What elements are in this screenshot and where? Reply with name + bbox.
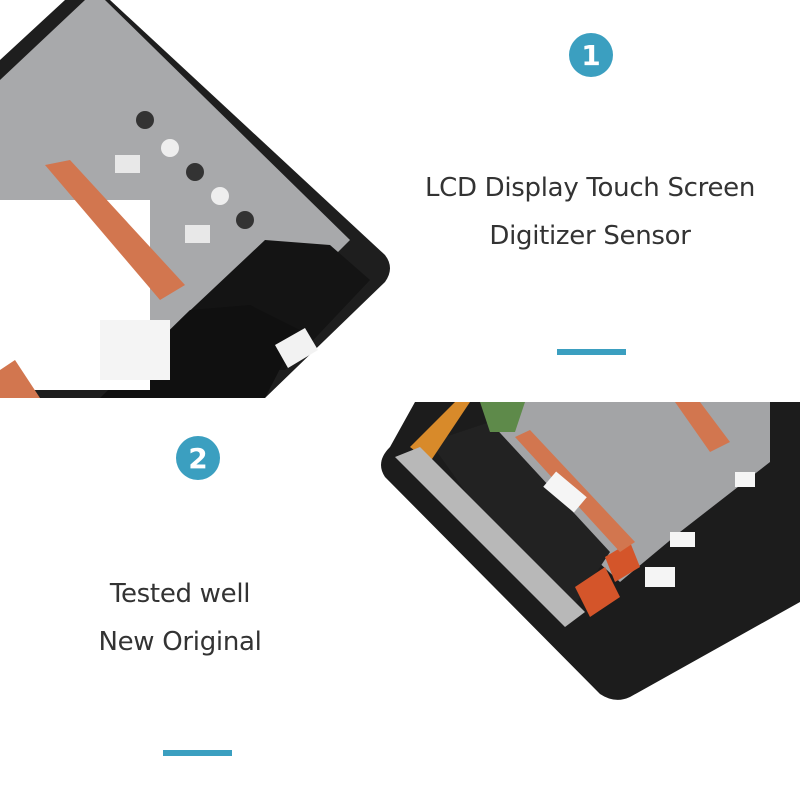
product-photo-2 [380, 402, 800, 702]
caption-2-line-2: New Original [98, 627, 262, 657]
step-badge-1: 1 [569, 33, 613, 77]
caption-1: LCD Display Touch Screen Digitizer Senso… [400, 164, 780, 260]
divider-rule-2 [163, 750, 232, 756]
caption-2: Tested well New Original [40, 570, 320, 666]
step-badge-2: 2 [176, 436, 220, 480]
caption-1-line-1: LCD Display Touch Screen [424, 173, 756, 203]
caption-1-line-2: Digitizer Sensor [489, 221, 691, 251]
divider-rule-1 [557, 349, 626, 355]
product-photo-1 [0, 0, 400, 398]
caption-2-line-1: Tested well [109, 579, 251, 609]
